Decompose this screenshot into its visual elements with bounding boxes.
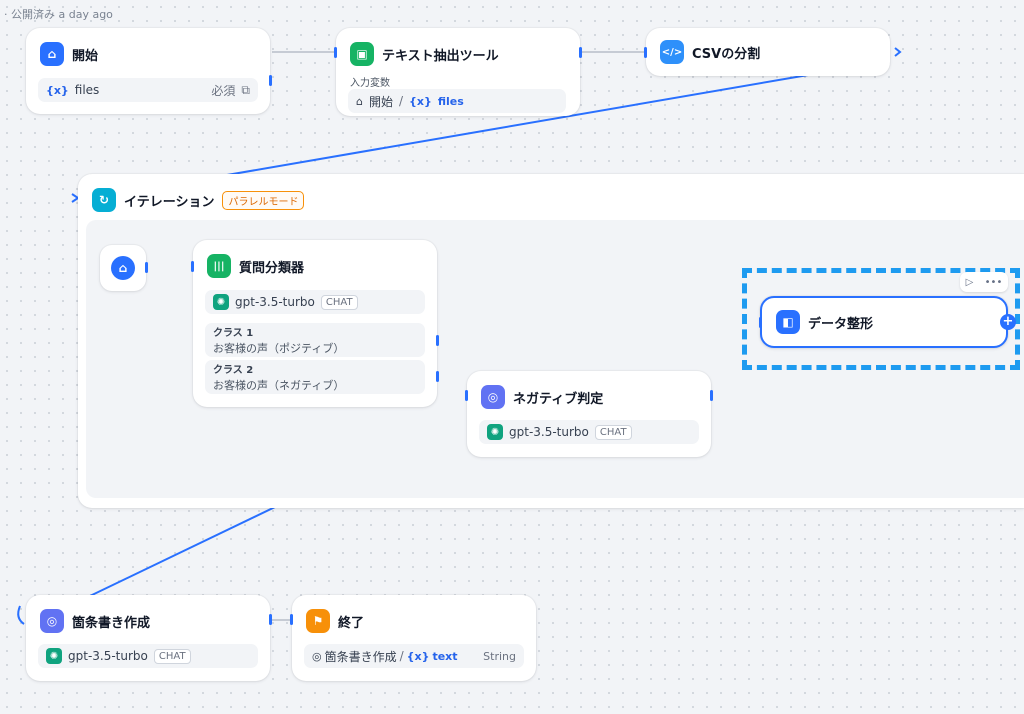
edge-csv-tail [894,47,902,57]
class-1-row[interactable]: クラス 1 お客様の声（ポジティブ） [205,323,425,357]
text-extract-node[interactable]: ▣ テキスト抽出ツール 入力変数 ⌂ 開始 / {x} files [334,28,582,116]
start-var-row[interactable]: {x} files 必須 ⧉ [38,78,258,102]
home-icon: ⌂ [40,42,64,66]
node-toolbar: ▷ ••• [960,272,1008,292]
csv-split-node[interactable]: </> CSVの分割 [644,28,890,76]
llm-icon: ◎ [312,649,322,663]
text-extract-source-handle[interactable] [579,47,582,58]
data-format-title: データ整形 [808,316,874,332]
start-source-handle[interactable] [269,75,272,86]
path-separator: / [399,94,404,108]
variable-icon: {x} [406,649,430,663]
iteration-title: イテレーション [124,194,215,210]
data-format-target-handle[interactable] [759,317,762,328]
model-mode-tag: CHAT [320,294,358,310]
model-mode-tag: CHAT [594,424,632,440]
llm-icon: ◎ [40,609,64,633]
iteration-start-node[interactable]: ⌂ [100,245,148,291]
bullet-model-row[interactable]: ✺ gpt-3.5-turbo CHAT [38,644,258,668]
input-var-name: files [437,94,464,108]
classifier-target-handle[interactable] [191,261,194,272]
classifier-icon: ||| [207,254,231,278]
class-2-value: お客様の声（ネガティブ） [213,379,345,392]
bullet-node[interactable]: ◎ 箇条書き作成 ✺ gpt-3.5-turbo CHAT [26,595,272,681]
end-node[interactable]: ⚑ 終了 ◎ 箇条書き作成 / {x} text String [290,595,536,681]
selection-box [742,268,1020,370]
text-extract-title: テキスト抽出ツール [382,48,499,64]
format-icon: ◧ [776,310,800,334]
class-2-row[interactable]: クラス 2 お客様の声（ネガティブ） [205,360,425,394]
negative-model-row[interactable]: ✺ gpt-3.5-turbo CHAT [479,420,699,444]
variable-icon: {x} [409,94,432,108]
publish-status: · 公開済み a day ago [4,8,113,21]
negative-judge-node[interactable]: ◎ ネガティブ判定 ✺ gpt-3.5-turbo CHAT [465,371,713,457]
class-2-label: クラス 2 [213,365,254,376]
end-var-name: text [432,649,458,663]
text-extract-target-handle[interactable] [334,47,337,58]
classifier-title: 質問分類器 [239,260,305,276]
openai-icon: ✺ [487,424,503,440]
negative-target-handle[interactable] [465,390,468,401]
input-source-name: 開始 [368,94,393,109]
home-icon: ⌂ [111,256,135,280]
loop-icon: ↻ [92,188,116,212]
variable-icon: {x} [46,83,69,97]
start-node-title: 開始 [72,48,99,64]
play-icon[interactable]: ▷ [965,276,974,288]
more-icon[interactable]: ••• [984,276,1003,288]
edge-bullet-head [17,605,25,625]
llm-icon: ◎ [481,385,505,409]
parallel-mode-badge: パラレルモード [222,190,305,210]
class-2-handle[interactable] [436,371,439,382]
bullet-title: 箇条書き作成 [72,615,151,631]
text-extract-input-row[interactable]: ⌂ 開始 / {x} files [348,89,566,113]
path-separator: / [399,649,404,663]
negative-judge-title: ネガティブ判定 [513,391,604,407]
class-1-value: お客様の声（ポジティブ） [213,342,345,355]
tool-icon: ▣ [350,42,374,66]
openai-icon: ✺ [46,648,62,664]
class-1-label: クラス 1 [213,328,254,339]
model-mode-tag: CHAT [153,648,191,664]
start-var-name: files [74,83,100,97]
home-icon: ⌂ [356,94,363,108]
bullet-model-name: gpt-3.5-turbo [68,649,148,663]
input-variable-label: 入力変数 [350,78,390,89]
csv-split-title: CSVの分割 [692,46,761,62]
classifier-model-row[interactable]: ✺ gpt-3.5-turbo CHAT [205,290,425,314]
openai-icon: ✺ [213,294,229,310]
copy-icon[interactable]: ⧉ [241,82,250,97]
flag-icon: ⚑ [306,609,330,633]
code-icon: </> [660,40,684,64]
classifier-model-name: gpt-3.5-turbo [235,295,315,309]
end-var-type: String [483,649,516,663]
bullet-source-handle[interactable] [269,614,272,625]
iteration-start-handle[interactable] [145,262,148,273]
negative-source-handle[interactable] [710,390,713,401]
data-format-node[interactable]: ◧ データ整形 + [759,296,1016,348]
end-source-name: 箇条書き作成 [324,649,397,664]
csv-target-handle[interactable] [644,47,647,58]
classifier-node[interactable]: ||| 質問分類器 ✺ gpt-3.5-turbo CHAT クラス 1 お客様… [191,240,439,407]
class-1-handle[interactable] [436,335,439,346]
required-label: 必須 [211,83,236,98]
add-node-icon[interactable]: + [1000,314,1016,330]
end-title: 終了 [338,615,365,631]
end-target-handle[interactable] [290,614,293,625]
negative-model-name: gpt-3.5-turbo [509,425,589,439]
end-output-row[interactable]: ◎ 箇条書き作成 / {x} text String [304,644,524,668]
start-node[interactable]: ⌂ 開始 {x} files 必須 ⧉ [26,28,272,114]
